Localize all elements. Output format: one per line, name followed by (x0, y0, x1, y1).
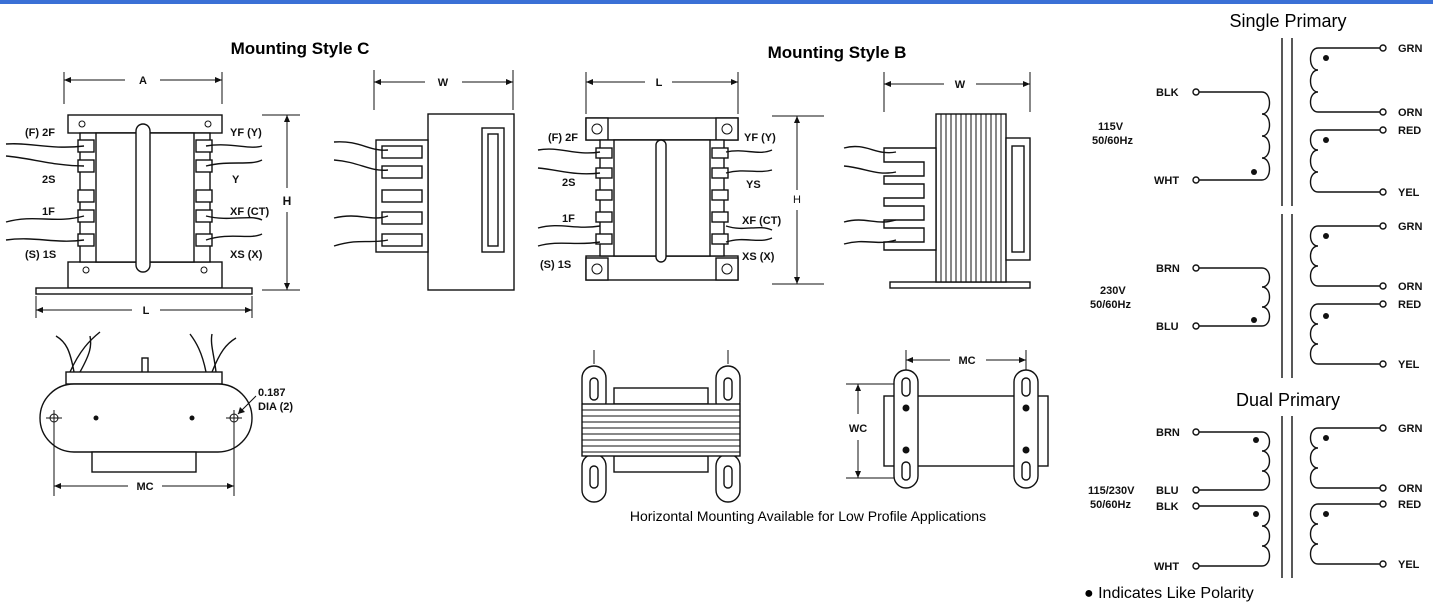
style-b-dim-l: L (656, 77, 663, 89)
block3-brn: BRN (1156, 427, 1180, 439)
block3-yel: YEL (1398, 559, 1420, 571)
style-c-lead-y: Y (232, 174, 240, 186)
block2-blu: BLU (1156, 321, 1179, 333)
style-c-lead-xf: XF (CT) (230, 206, 269, 218)
style-b-dim-mc: MC (958, 355, 975, 367)
style-b-lead-xs: XS (X) (742, 251, 775, 263)
block3-grn: GRN (1398, 423, 1423, 435)
style-b-horizontal-view (581, 350, 741, 503)
top-accent-bar (0, 0, 1433, 4)
block3-freq: 50/60Hz (1090, 499, 1131, 511)
block1-yel: YEL (1398, 187, 1420, 199)
style-c-dim-mc: MC (136, 481, 153, 493)
transformer-core (1281, 38, 1293, 578)
block2-red: RED (1398, 299, 1421, 311)
style-c-lead-yf: YF (Y) (230, 127, 262, 139)
block2-brn: BRN (1156, 263, 1180, 275)
block1-orn: ORN (1398, 107, 1423, 119)
style-c-bottom-view (39, 331, 257, 496)
block3-red: RED (1398, 499, 1421, 511)
dual-primary-title: Dual Primary (1236, 390, 1340, 410)
style-b-lead-xf: XF (CT) (742, 215, 781, 227)
block2-yel: YEL (1398, 359, 1420, 371)
style-c-lead-2f: (F) 2F (25, 127, 55, 139)
schematic-block-3 (1192, 424, 1387, 570)
block2-voltage: 230V (1100, 285, 1126, 297)
style-c-lead-xs: XS (X) (230, 249, 263, 261)
style-b-top-view (846, 350, 1049, 489)
block3-blk: BLK (1156, 501, 1179, 513)
style-c-dim-l: L (143, 305, 150, 317)
block3-voltage: 115/230V (1088, 485, 1135, 497)
style-b-lead-1s: (S) 1S (540, 259, 571, 271)
style-c-dim-w: W (438, 77, 449, 89)
style-b-lead-2f: (F) 2F (548, 132, 578, 144)
style-b-dim-h: H (793, 194, 801, 206)
block1-freq: 50/60Hz (1092, 135, 1133, 147)
style-b-title: Mounting Style B (768, 43, 907, 62)
style-c-hole-size: 0.187 (258, 387, 286, 399)
single-primary-title: Single Primary (1229, 11, 1346, 31)
style-b-lead-yf: YF (Y) (744, 132, 776, 144)
block1-grn: GRN (1398, 43, 1423, 55)
style-c-hole-dia: DIA (2) (258, 401, 293, 413)
schematic-block-1 (1192, 44, 1387, 196)
style-b-front-view (537, 117, 773, 281)
block2-freq: 50/60Hz (1090, 299, 1131, 311)
style-c-front-view (5, 114, 263, 295)
style-c-dim-h: H (283, 194, 292, 208)
block1-red: RED (1398, 125, 1421, 137)
style-c-lead-1s: (S) 1S (25, 249, 56, 261)
style-c-lead-2s: 2S (42, 174, 55, 186)
style-b-lead-ys: YS (746, 179, 761, 191)
style-b-dim-wc: WC (849, 423, 867, 435)
block2-orn: ORN (1398, 281, 1423, 293)
style-b-lead-1f: 1F (562, 213, 575, 225)
block2-grn: GRN (1398, 221, 1423, 233)
style-b-dim-w: W (955, 79, 966, 91)
block1-wht: WHT (1154, 175, 1179, 187)
style-c-title: Mounting Style C (231, 39, 370, 58)
style-c-side-view (333, 70, 515, 291)
style-c-lead-1f: 1F (42, 206, 55, 218)
block1-voltage: 115V (1098, 121, 1124, 133)
block3-blu: BLU (1156, 485, 1179, 497)
style-b-lead-2s: 2S (562, 177, 575, 189)
block3-orn: ORN (1398, 483, 1423, 495)
block1-blk: BLK (1156, 87, 1179, 99)
style-b-side-view (843, 72, 1031, 289)
schematic-block-2 (1192, 222, 1387, 368)
block3-wht: WHT (1154, 561, 1179, 573)
polarity-note: ● Indicates Like Polarity (1084, 585, 1254, 602)
style-c-dim-a: A (139, 75, 147, 87)
horizontal-mounting-caption: Horizontal Mounting Available for Low Pr… (630, 508, 986, 524)
